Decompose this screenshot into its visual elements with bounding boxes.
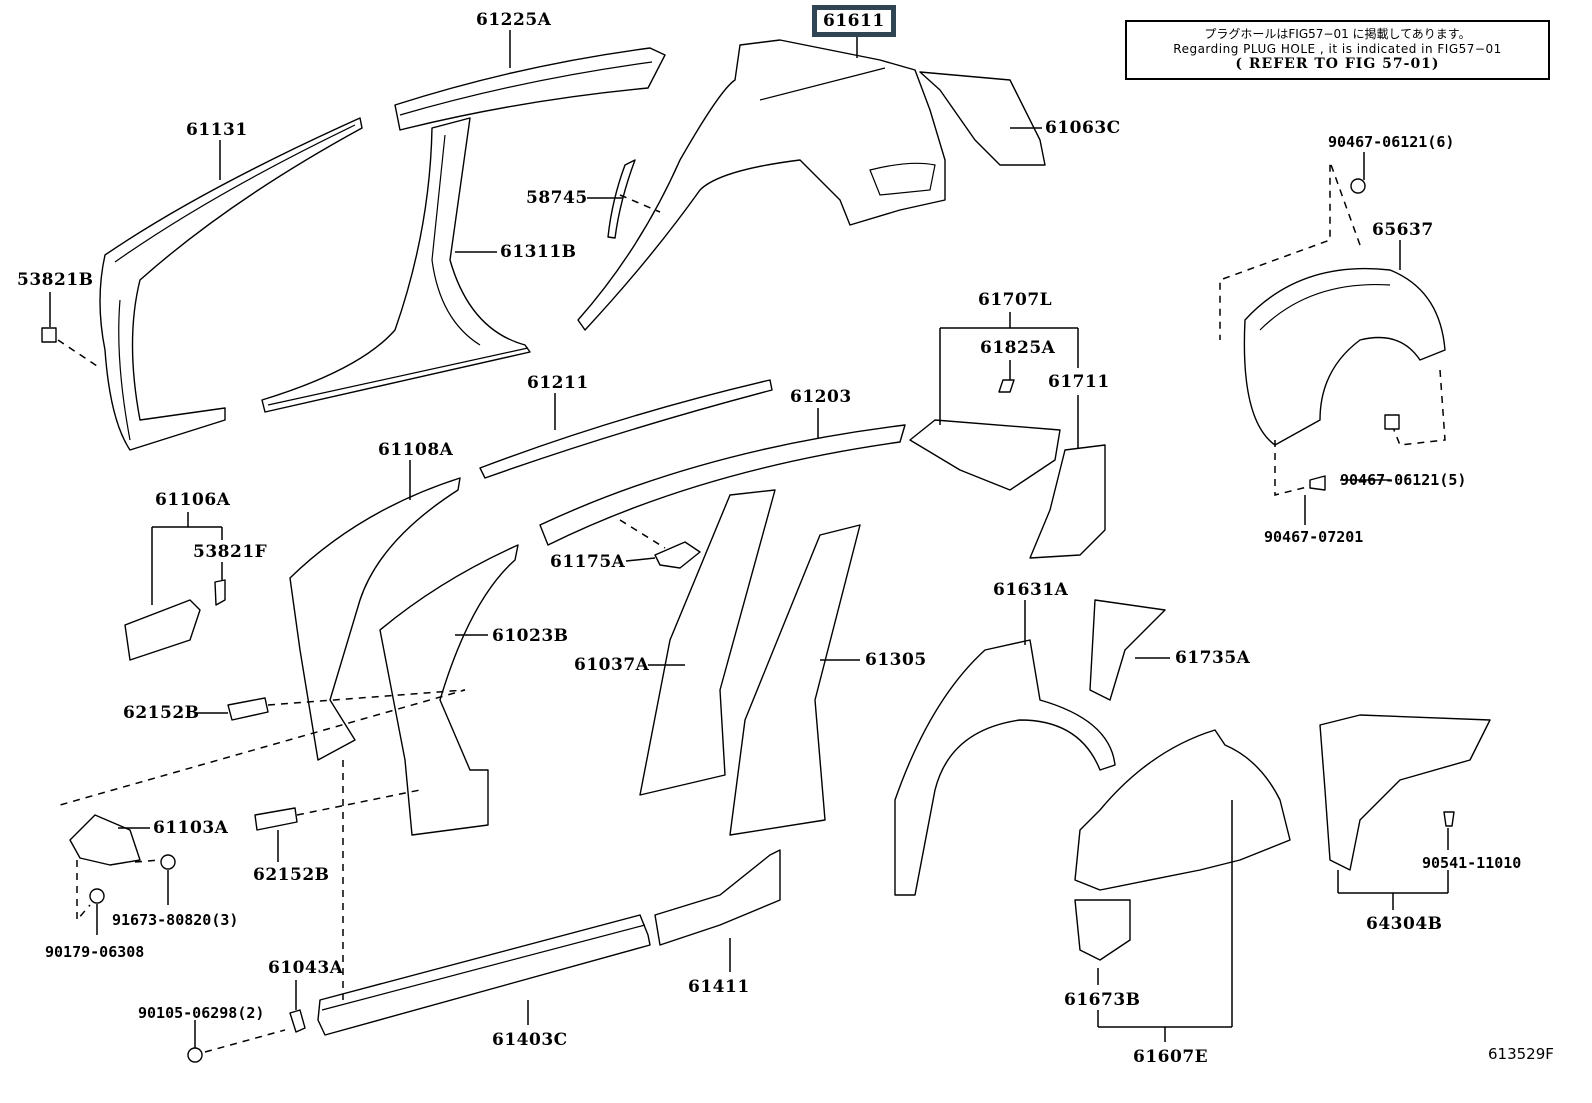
- part-61707L-panel[interactable]: [909, 419, 1061, 491]
- part-label-90541-11010[interactable]: 90541-11010: [1422, 854, 1522, 872]
- part-label-61631A[interactable]: 61631A: [993, 580, 1069, 600]
- part-label-61403C[interactable]: 61403C: [492, 1030, 568, 1050]
- part-61211-rail[interactable]: [479, 379, 773, 479]
- part-62152B-pad-lower[interactable]: [254, 807, 298, 831]
- part-label-61611-highlighted[interactable]: 61611: [812, 5, 896, 37]
- part-label-61305[interactable]: 61305: [865, 650, 927, 670]
- part-label-90179-06308[interactable]: 90179-06308: [45, 943, 145, 961]
- part-label-90105-06298-2[interactable]: 90105-06298(2): [138, 1004, 265, 1022]
- part-label-61707L[interactable]: 61707L: [978, 290, 1053, 310]
- part-label-61103A[interactable]: 61103A: [153, 818, 229, 838]
- plug-hole-note: プラグホールはFIG57−01 に掲載してあります。 Regarding PLU…: [1125, 20, 1550, 80]
- part-label-61131[interactable]: 61131: [186, 120, 248, 140]
- part-label-58745[interactable]: 58745: [526, 188, 588, 208]
- part-label-61735A[interactable]: 61735A: [1175, 648, 1251, 668]
- part-61106A-bracket[interactable]: [124, 599, 201, 661]
- part-label-61063C[interactable]: 61063C: [1045, 118, 1121, 138]
- part-label-65637[interactable]: 65637: [1372, 220, 1434, 240]
- part-label-62152B-lower[interactable]: 62152B: [253, 865, 330, 885]
- part-label-62152B-upper[interactable]: 62152B: [123, 703, 200, 723]
- part-label-61043A[interactable]: 61043A: [268, 958, 344, 978]
- note-line-ref[interactable]: ( REFER TO FIG 57-01): [1235, 56, 1440, 72]
- part-61611-quarter-panel[interactable]: [577, 39, 946, 331]
- part-61108A-pillar[interactable]: [289, 477, 461, 761]
- part-label-61175A[interactable]: 61175A: [550, 552, 626, 572]
- part-label-53821B[interactable]: 53821B: [17, 270, 94, 290]
- part-label-61203[interactable]: 61203: [790, 387, 852, 407]
- part-58745-strip[interactable]: [607, 159, 636, 239]
- part-61673B[interactable]: [1074, 899, 1131, 961]
- part-61131-front-pillar[interactable]: [99, 117, 363, 451]
- part-label-91673-80820-3[interactable]: 91673-80820(3): [112, 911, 239, 929]
- part-label-90467-06121-5[interactable]: 90467-06121(5): [1340, 471, 1467, 489]
- part-label-61311B[interactable]: 61311B: [500, 242, 577, 262]
- part-61175A-bracket[interactable]: [654, 541, 701, 569]
- part-label-90467-06121-6[interactable]: 90467-06121(6): [1328, 133, 1455, 151]
- figure-id: 613529F: [1488, 1045, 1554, 1063]
- part-label-61037A[interactable]: 61037A: [574, 655, 650, 675]
- part-61411-extension[interactable]: [654, 849, 781, 946]
- part-label-61106A[interactable]: 61106A: [155, 490, 231, 510]
- part-64304B-panel[interactable]: [1319, 714, 1491, 871]
- part-62152B-pad-upper[interactable]: [227, 697, 269, 721]
- note-line-jp: プラグホールはFIG57−01 に掲載してあります。: [1204, 27, 1471, 41]
- note-line-en: Regarding PLUG HOLE , it is indicated in…: [1173, 42, 1502, 56]
- part-65637-liner[interactable]: [1243, 267, 1446, 446]
- part-61225A-roof-rail[interactable]: [394, 47, 666, 131]
- part-label-53821F[interactable]: 53821F: [193, 542, 268, 562]
- part-label-61825A[interactable]: 61825A: [980, 338, 1056, 358]
- part-61607E-wheelhouse[interactable]: [1074, 729, 1291, 891]
- part-label-61211[interactable]: 61211: [527, 373, 589, 393]
- part-label-61711[interactable]: 61711: [1048, 372, 1110, 392]
- part-61203-rail[interactable]: [539, 424, 906, 546]
- part-label-61108A[interactable]: 61108A: [378, 440, 454, 460]
- part-61305-pillar[interactable]: [729, 524, 861, 836]
- part-61063C-panel[interactable]: [919, 71, 1046, 166]
- part-61735A-panel[interactable]: [1089, 599, 1166, 701]
- part-61631A-arch[interactable]: [894, 639, 1116, 896]
- part-61311B-pillar-rocker[interactable]: [261, 117, 531, 413]
- part-label-61411[interactable]: 61411: [688, 977, 750, 997]
- part-61023B-pillar[interactable]: [379, 544, 519, 836]
- part-61711-panel[interactable]: [1029, 444, 1106, 559]
- part-label-61607E[interactable]: 61607E: [1133, 1047, 1209, 1067]
- part-61037A-pillar[interactable]: [639, 489, 776, 796]
- part-61103A-bracket[interactable]: [69, 814, 141, 866]
- part-label-61673B[interactable]: 61673B: [1064, 990, 1141, 1010]
- part-label-61225A[interactable]: 61225A: [476, 10, 552, 30]
- part-label-61023B[interactable]: 61023B: [492, 626, 569, 646]
- part-61403C-rocker[interactable]: [317, 914, 651, 1036]
- part-label-90467-07201[interactable]: 90467-07201: [1264, 528, 1364, 546]
- part-label-64304B[interactable]: 64304B: [1366, 914, 1443, 934]
